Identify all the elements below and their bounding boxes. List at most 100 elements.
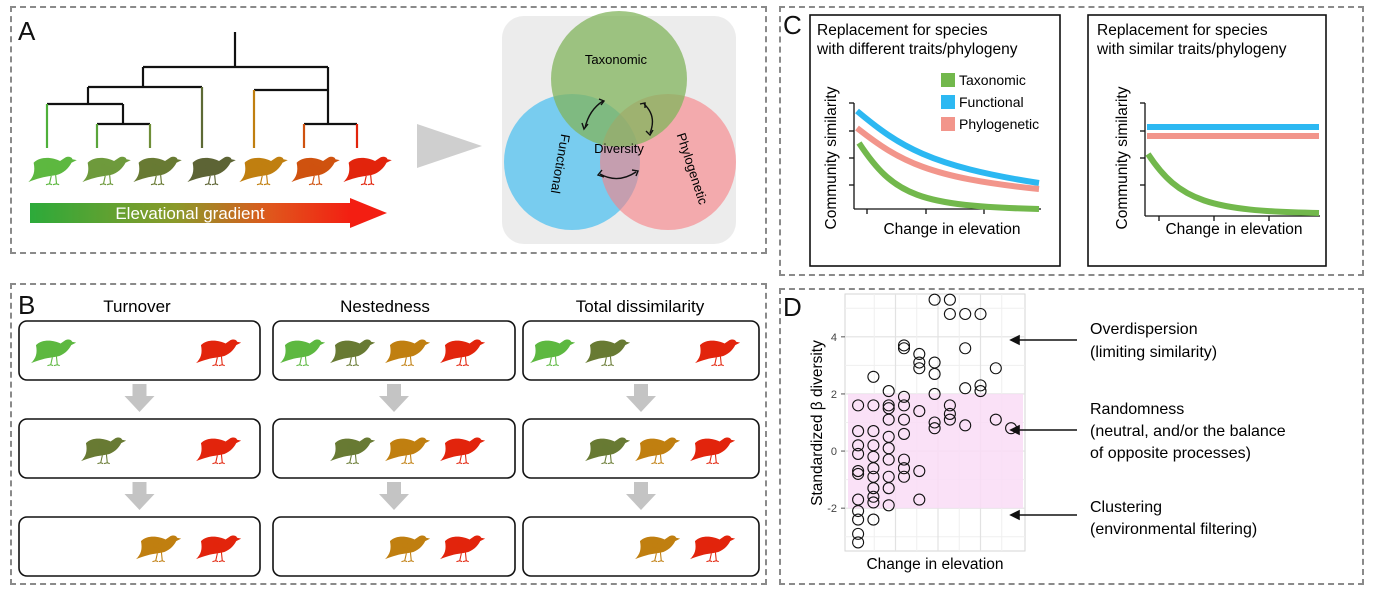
data-point [897, 342, 911, 355]
panel-c [779, 6, 1364, 276]
panel-a [10, 6, 767, 254]
data-point [852, 527, 865, 540]
bird-icon [385, 339, 431, 367]
panel-b-graphic: Turnover Nestedness Total dissimilarity [18, 297, 760, 577]
data-point [897, 427, 911, 440]
bird-icon [343, 156, 392, 186]
panel-d-ylabel: Standardized β diversity [809, 340, 826, 506]
data-point [867, 490, 880, 503]
bird-icon [31, 339, 77, 367]
venn-taxonomic-label: Taxonomic [585, 52, 648, 67]
data-point [974, 379, 987, 392]
data-point [943, 407, 956, 420]
data-point [897, 453, 911, 466]
panel-a-graphic: Elevational gradient Taxonomic Diversity… [28, 11, 736, 244]
panel-c-left-box [809, 14, 1061, 267]
y-tick-label: 0 [831, 446, 837, 458]
data-point [852, 447, 865, 460]
bird-icon [196, 535, 242, 563]
bird-icon [291, 156, 340, 186]
data-point [943, 307, 956, 321]
annotation-clustering-detail: (environmental filtering) [1090, 521, 1257, 538]
annotation-clustering: Clustering [1090, 499, 1162, 516]
down-arrow [626, 482, 656, 510]
data-point [867, 439, 880, 452]
bird-icon [385, 535, 431, 563]
data-point [867, 470, 880, 483]
data-point [867, 425, 880, 438]
data-point [897, 339, 911, 352]
gradient-label: Elevational gradient [115, 204, 265, 223]
venn-arrows [581, 98, 654, 180]
data-point [867, 513, 880, 526]
bird-icon [440, 535, 486, 563]
data-point [867, 399, 880, 412]
annotation-randomness: Randomness [1090, 401, 1184, 418]
data-point [913, 464, 926, 478]
data-point [852, 399, 865, 412]
down-arrow [379, 482, 409, 510]
panel-c-label: C [783, 10, 802, 40]
data-point [959, 342, 972, 355]
bird-icon [81, 437, 127, 465]
data-point [959, 419, 972, 432]
data-point [928, 387, 941, 400]
panel-c-right-title-line1: Replacement for species [1097, 22, 1268, 39]
data-point [897, 390, 911, 403]
data-point [913, 347, 926, 361]
bird-icon [330, 339, 376, 367]
down-arrow [124, 482, 155, 510]
elevational-gradient-arrow [30, 198, 387, 228]
bird-icon [690, 437, 736, 465]
data-point [989, 362, 1002, 375]
data-point [913, 362, 926, 375]
community-box [18, 418, 261, 479]
data-point [852, 464, 865, 478]
venn-center-label: Diversity [594, 141, 644, 156]
venn-taxonomic-circle [551, 11, 687, 147]
down-arrow [626, 384, 656, 412]
data-point [882, 385, 895, 398]
community-box [18, 516, 261, 577]
curve-phylogenetic-left [855, 125, 1040, 192]
panel-d-xlabel: Change in elevation [866, 556, 1003, 573]
legend-label-taxonomic: Taxonomic [959, 72, 1026, 88]
bird-icon [530, 339, 576, 367]
data-point [943, 399, 956, 412]
community-boxes [18, 320, 760, 577]
annotation-overdispersion: Overdispersion [1090, 321, 1198, 338]
randomness-band [848, 393, 1023, 509]
legend-label-phylogenetic: Phylogenetic [959, 116, 1039, 132]
y-tick-label: 2 [831, 389, 837, 401]
bird-icon [280, 339, 326, 367]
data-point [989, 413, 1002, 426]
bird-row [28, 156, 392, 186]
column-title-total-dissimilarity: Total dissimilarity [576, 297, 705, 316]
legend-swatch-functional [941, 95, 955, 109]
flow-arrow [417, 124, 482, 168]
bird-icon [196, 437, 242, 465]
data-point [882, 402, 895, 415]
bird-icon [28, 156, 77, 186]
data-point [852, 513, 865, 526]
scatter-points [852, 293, 1018, 549]
down-arrow [124, 384, 155, 412]
bird-icon [440, 339, 486, 367]
panel-c-right-title-line2: with similar traits/phylogeny [1096, 41, 1287, 58]
curve-functional-left [855, 108, 1040, 186]
bird-icon [695, 339, 741, 367]
data-point [897, 470, 911, 483]
annotation-randomness-detail-2: of opposite processes) [1090, 445, 1251, 462]
panel-b-label: B [18, 290, 36, 320]
data-point [928, 293, 941, 306]
community-box [522, 320, 760, 381]
data-point [882, 430, 895, 443]
panel-c-left-title-line2: with different traits/phylogeny [816, 41, 1018, 58]
data-point [867, 370, 880, 383]
data-point [897, 462, 911, 475]
legend-swatch-taxonomic [941, 73, 955, 87]
panel-c-left-title-line1: Replacement for species [817, 22, 988, 39]
community-box [18, 320, 261, 381]
data-point [852, 425, 865, 438]
bird-icon [440, 437, 486, 465]
